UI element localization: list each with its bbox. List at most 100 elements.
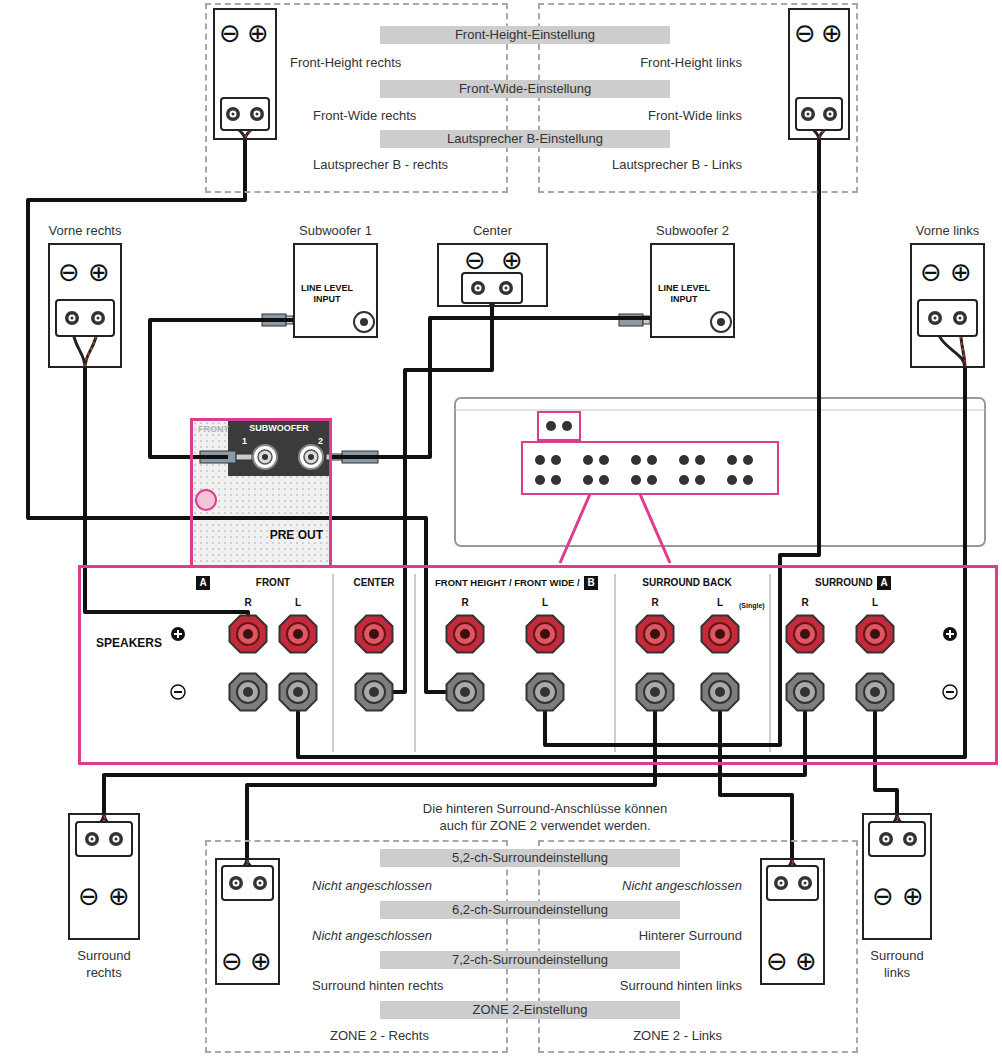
label-text: FRONT: [256, 577, 290, 589]
label-text: Nicht angeschlossen: [312, 878, 432, 894]
channel-badge: A: [877, 576, 891, 590]
setting-band: 5,2-ch-Surroundeinstellung: [380, 849, 680, 867]
label-text: 2: [318, 436, 323, 446]
note-text: Die hinteren Surround-Anschlüsse können …: [410, 800, 680, 834]
label-text: SURROUND: [815, 577, 873, 589]
speaker-cable: [875, 762, 897, 813]
label-text: Nicht angeschlossen: [622, 878, 742, 894]
label-text: Surround hinten rechts: [312, 978, 444, 994]
speaker-cable: [333, 368, 965, 757]
label-text: ZONE 2-Einstellung: [380, 1002, 680, 1018]
label-text: SPEAKERS: [96, 636, 162, 650]
polarity-symbol: ⊕: [247, 20, 269, 46]
polarity-symbol: ⊕: [950, 259, 972, 285]
terminal-group: FRONT HEIGHT / FRONT WIDE /RLB: [415, 570, 615, 762]
subwoofer-box: Subwoofer 2LINE LEVEL INPUT: [650, 243, 735, 338]
channel-badge: B: [584, 576, 598, 590]
polarity-symbol: ⊕: [250, 948, 272, 974]
speaker-terminal-panel: SPEAKERSFRONTRLACENTERFRONT HEIGHT / FRO…: [78, 565, 998, 765]
channel-badge: A: [196, 576, 210, 590]
setting-region: Nicht angeschlossenNicht angeschlossenSu…: [205, 840, 508, 1053]
polarity-symbol: ⊖: [766, 948, 788, 974]
terminal-cables: [190, 570, 875, 762]
label-text: FRONT: [198, 424, 229, 435]
label-text: L: [542, 597, 548, 609]
pre-out-detail: [193, 421, 378, 565]
polarity-symbol: ⊕: [821, 20, 843, 46]
label-text: Subwoofer 1: [215, 223, 456, 239]
label-text: 5,2-ch-Surroundeinstellung: [380, 850, 680, 866]
receiver-thumbnail: [455, 398, 985, 563]
label-text: Front-Wide links: [648, 108, 742, 124]
label-text: L: [717, 597, 723, 609]
speaker-box: ⊖⊕: [213, 8, 277, 140]
label-text: R: [801, 597, 808, 609]
label-text: 7,2-ch-Surroundeinstellung: [380, 952, 680, 968]
polarity-symbol: ⊕: [902, 883, 924, 909]
setting-band: Front-Wide-Einstellung: [380, 80, 670, 98]
terminal-group: SURROUND R LA: [770, 570, 940, 762]
terminal-group: SURROUND BACK R L (Single): [615, 570, 770, 762]
label-text: 1: [242, 436, 247, 446]
polarity-symbol: ⊕: [108, 883, 130, 909]
subwoofer-jacks: [262, 312, 731, 332]
label-text: Nicht angeschlossen: [312, 928, 432, 944]
speaker-cable: [330, 318, 650, 457]
speaker-box: ⊖⊕: [760, 858, 825, 985]
label-text: CENTER: [353, 577, 394, 589]
label-text: Center: [359, 223, 626, 239]
speaker-cable: [85, 368, 190, 612]
label-text: Front-Wide-Einstellung: [380, 81, 670, 97]
polarity-marks: [171, 627, 957, 699]
polarity-symbol: ⊖: [221, 948, 243, 974]
label-text: SURROUND BACK: [642, 577, 731, 589]
label-text: Lautsprecher B - Links: [612, 157, 742, 173]
speaker-cable: [720, 762, 792, 858]
speaker-cable: [150, 320, 293, 457]
label-text: Front-Height rechts: [290, 55, 401, 71]
label-text: A: [196, 576, 210, 590]
label-text: Front-Height-Einstellung: [380, 27, 670, 43]
label-text: PRE OUT: [270, 528, 323, 542]
label-text: Lautsprecher B-Einstellung: [380, 131, 670, 147]
label-text: (Single): [739, 601, 765, 610]
speaker-box: ⊖⊕Surround rechts: [68, 813, 140, 940]
label-text: FRONT HEIGHT / FRONT WIDE /: [435, 577, 580, 589]
label-text: Hinterer Surround: [639, 928, 742, 944]
polarity-symbol: ⊕: [795, 948, 817, 974]
label-text: Front-Wide rechts: [313, 108, 416, 124]
pre-out-panel: FRONTPRE OUTSUBWOOFER12: [190, 418, 332, 568]
label-text: Front-Height links: [640, 55, 742, 71]
setting-band: 7,2-ch-Surroundeinstellung: [380, 951, 680, 969]
label-text: 6,2-ch-Surroundeinstellung: [380, 902, 680, 918]
setting-band: Front-Height-Einstellung: [380, 26, 670, 44]
label-text: Surround rechts: [66, 947, 142, 981]
speaker-terminals: [230, 616, 894, 711]
setting-band: Lautsprecher B-Einstellung: [380, 130, 670, 148]
terminal-group: FRONTRLA: [190, 570, 333, 762]
speaker-box: Vorne links⊖⊕: [910, 243, 985, 368]
label-text: R: [651, 597, 658, 609]
subwoofer-output: SUBWOOFER12: [228, 421, 330, 476]
label-text: Vorne links: [832, 223, 1002, 239]
label-text: LINE LEVEL INPUT: [656, 283, 712, 305]
label-text: Subwoofer 2: [572, 223, 813, 239]
label-text: L: [872, 597, 878, 609]
polarity-symbol: ⊖: [78, 883, 100, 909]
label-text: LINE LEVEL INPUT: [299, 283, 355, 305]
polarity-symbol: ⊖: [794, 20, 816, 46]
polarity-symbol: ⊖: [219, 20, 241, 46]
subwoofer-box: Subwoofer 1LINE LEVEL INPUT: [293, 243, 378, 338]
polarity-symbol: ⊖: [58, 259, 80, 285]
speaker-box: Vorne rechts⊖⊕: [48, 243, 122, 368]
setting-band: ZONE 2-Einstellung: [380, 1001, 680, 1019]
label-text: L: [295, 597, 301, 609]
polarity-symbol: ⊖: [464, 247, 486, 273]
polarity-symbol: ⊕: [501, 247, 523, 273]
speaker-box: ⊖⊕: [215, 858, 280, 985]
speaker-box: Center⊖⊕: [437, 243, 548, 307]
terminal-group: CENTER: [333, 570, 415, 762]
label-text: Vorne rechts: [0, 223, 200, 239]
